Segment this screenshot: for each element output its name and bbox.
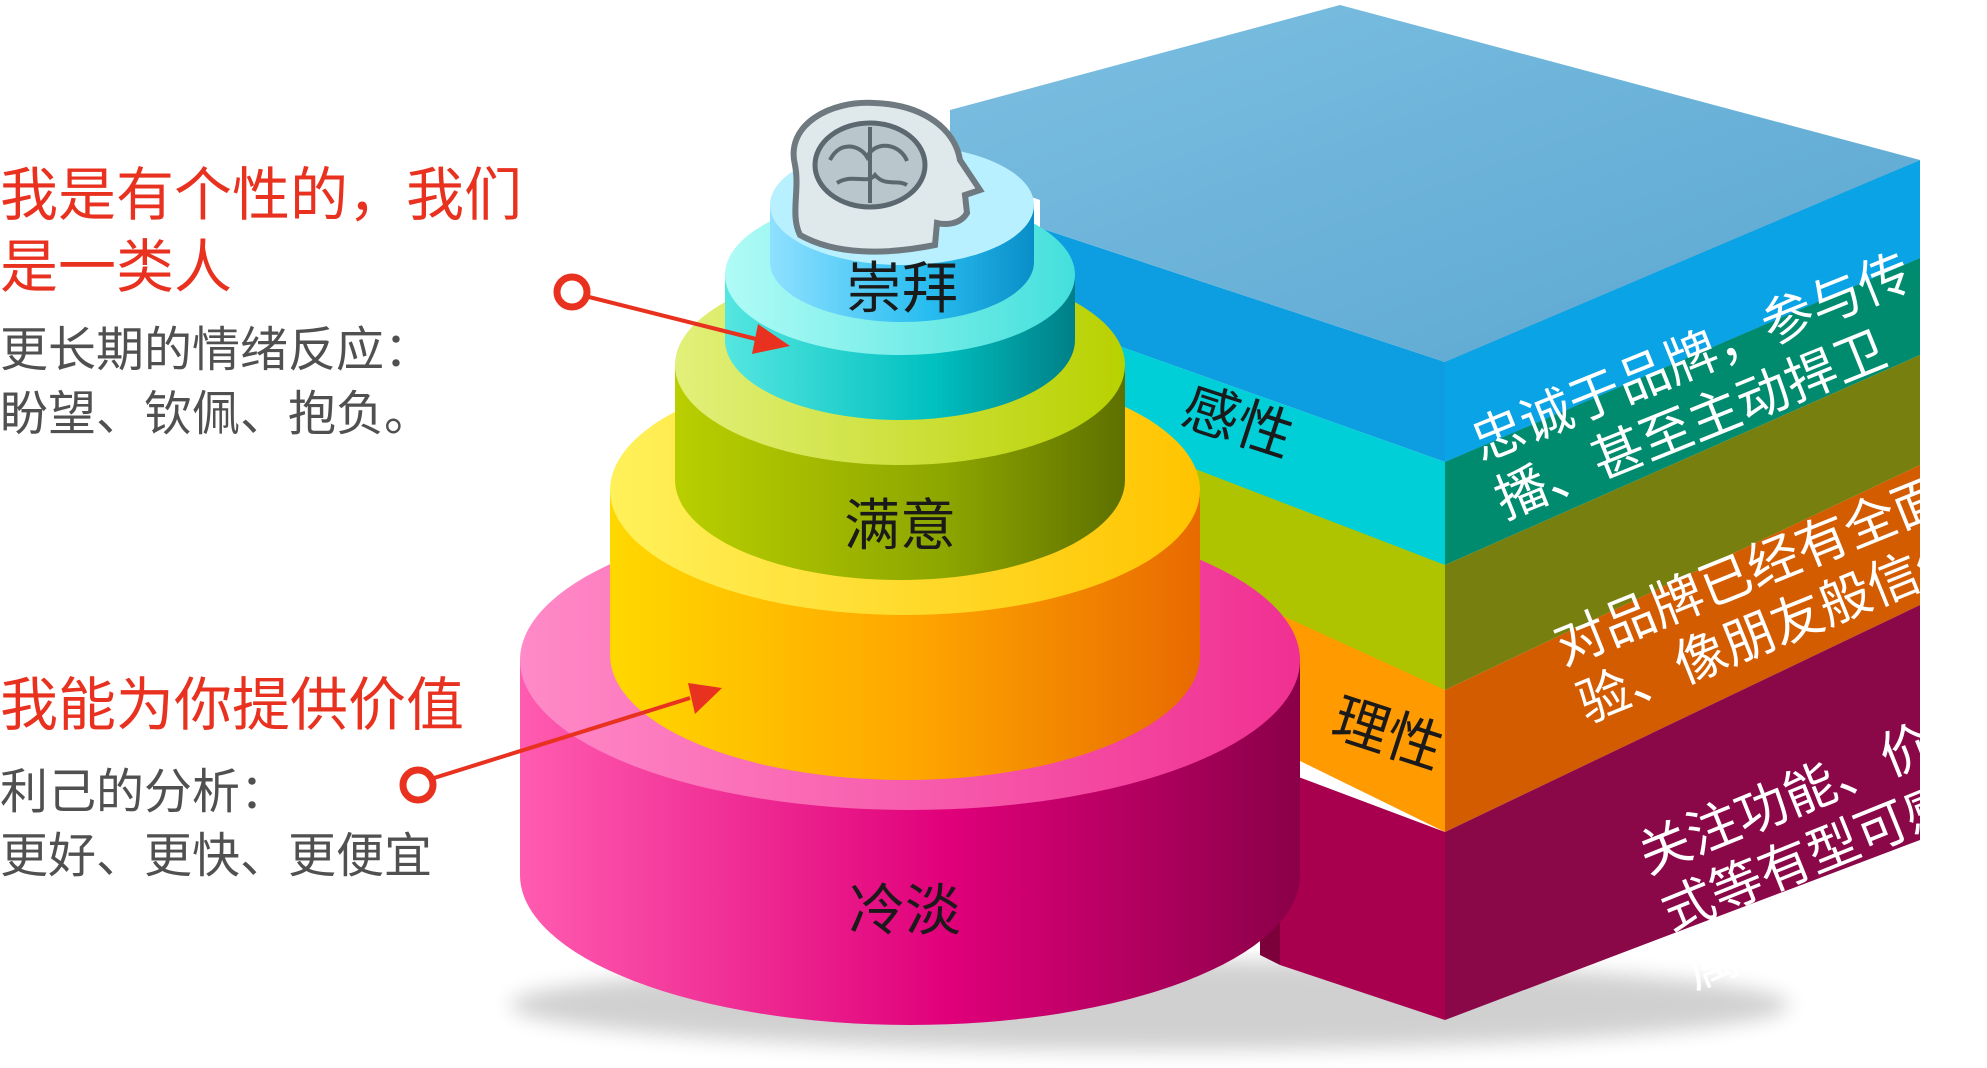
- side-band-olive: [1445, 355, 1920, 690]
- layer-label-cold: 冷淡: [849, 879, 961, 944]
- side-panel-bands: [1445, 160, 1920, 1020]
- step-front-green: [1120, 440, 1445, 690]
- side-band-blue-deep: [1445, 160, 1920, 462]
- callout-top-heading-1: 我是有个性的，我们: [0, 161, 523, 229]
- layer-label-satisfied: 满意: [844, 494, 956, 559]
- callout-top-body-1: 更长期的情绪反应：: [0, 322, 433, 378]
- side-band-orange: [1445, 465, 1920, 832]
- callout-top-heading-2: 是一类人: [0, 233, 233, 301]
- step-front-cyan: [1040, 318, 1445, 565]
- step-front-maroon: [1280, 770, 1445, 1020]
- callout-pointer-bottom: [399, 683, 722, 804]
- callout-pointer-top: [553, 273, 790, 354]
- step-front-blue: [1040, 228, 1445, 462]
- layer-label-worship: 崇拜: [846, 257, 958, 322]
- callout-bottom-body-2: 更好、更快、更便宜: [0, 828, 433, 884]
- callout-bottom-body-1: 利己的分析：: [0, 764, 289, 820]
- side-band-maroon: [1445, 605, 1920, 1020]
- callout-bottom-heading-1: 我能为你提供价值: [0, 671, 465, 739]
- box-top-surface: [950, 5, 1920, 362]
- brain-head-icon: [790, 99, 985, 255]
- side-band-teal: [1445, 258, 1920, 565]
- callout-top-body-2: 盼望、钦佩、抱负。: [0, 386, 433, 442]
